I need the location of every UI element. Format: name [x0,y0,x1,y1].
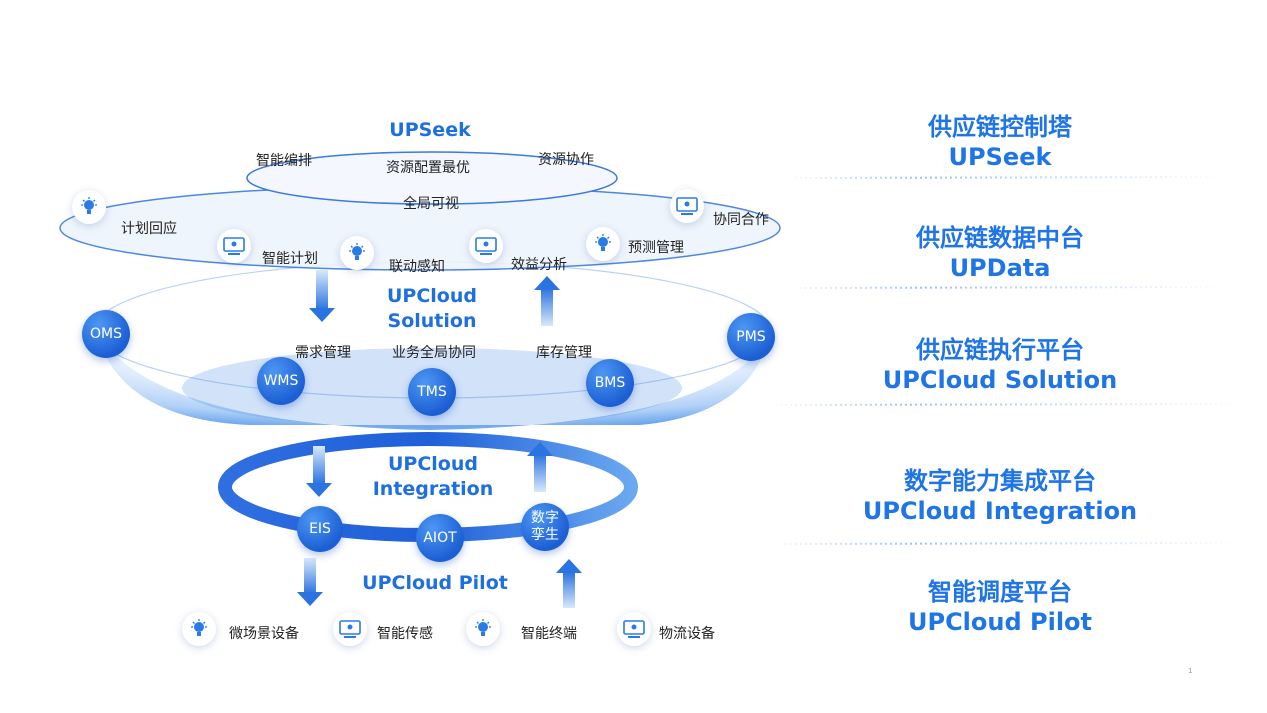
right-title-cn: 智能调度平台 [928,578,1072,606]
right-title-upseek: 供应链控制塔 UPSeek [790,112,1210,172]
label-inventory-mgmt: 库存管理 [536,345,592,361]
label-logistics-device: 物流设备 [659,626,715,642]
right-title-cn: 供应链数据中台 [916,224,1084,252]
label-resource-optimal: 资源配置最优 [386,160,470,176]
solution-title: UPCloud Solution [387,285,477,332]
arrow-up-1 [534,276,560,326]
seek-ring [246,151,618,205]
label-plan-response: 计划回应 [121,221,177,237]
right-title-cn: 数字能力集成平台 [904,467,1096,495]
lightbulb-icon [340,236,374,270]
node-tms: TMS [408,368,456,416]
node-pms: PMS [727,313,775,361]
monitor-icon [670,189,704,223]
label-micro-scene-device: 微场景设备 [229,626,299,642]
node-bms: BMS [586,359,634,407]
label-forecast-mgmt: 预测管理 [628,240,684,256]
label-smart-plan: 智能计划 [262,251,318,267]
arrow-down-2 [306,446,332,497]
right-title-en: UPCloud Solution [882,366,1118,394]
right-title-en: UPSeek [948,143,1052,171]
integration-title: UPCloud Integration [372,453,494,500]
lightbulb-icon [72,190,106,224]
label-smart-sensor: 智能传感 [377,626,433,642]
right-title-cn: 供应链执行平台 [916,336,1084,364]
monitor-icon [217,229,251,263]
arrow-up-3 [556,559,582,608]
monitor-icon [617,612,651,646]
node-wms: WMS [257,357,305,405]
right-title-integration: 数字能力集成平台 UPCloud Integration [790,466,1210,526]
lightbulb-icon [466,612,500,646]
right-title-cn: 供应链控制塔 [928,113,1072,141]
arrow-up-2 [527,442,553,492]
pilot-title: UPCloud Pilot [362,572,508,594]
lightbulb-icon [586,227,620,261]
right-title-solution: 供应链执行平台 UPCloud Solution [790,335,1210,395]
label-benefit-analysis: 效益分析 [511,257,567,273]
node-oms: OMS [82,310,130,358]
node-digital-twin: 数字 孪生 [521,503,569,551]
page-number: 1 [1188,667,1193,675]
right-title-en: UPCloud Pilot [907,608,1093,636]
label-demand-mgmt: 需求管理 [295,345,351,361]
separators [769,176,1241,545]
node-eis: EIS [297,506,343,552]
label-global-visible: 全局可视 [403,196,459,212]
node-aiot: AIOT [416,514,464,562]
label-linkage-sense: 联动感知 [389,259,445,275]
right-title-pilot: 智能调度平台 UPCloud Pilot [790,577,1210,637]
monitor-icon [469,229,503,263]
label-smart-terminal: 智能终端 [521,626,577,642]
upseek-title: UPSeek [389,119,471,141]
arrow-down-3 [297,558,323,606]
label-business-collab: 业务全局协同 [392,345,476,361]
label-smart-orchestration: 智能编排 [256,153,312,169]
lightbulb-icon [182,612,216,646]
right-title-en: UPData [949,254,1051,282]
label-resource-collab: 资源协作 [538,152,594,168]
label-cooperation: 协同合作 [713,212,769,228]
arrow-down-1 [309,270,335,322]
monitor-icon [333,612,367,646]
right-title-en: UPCloud Integration [862,497,1138,525]
right-title-updata: 供应链数据中台 UPData [790,223,1210,283]
